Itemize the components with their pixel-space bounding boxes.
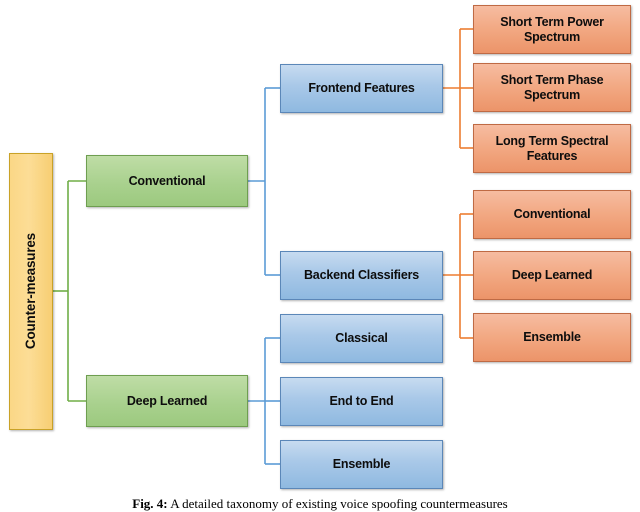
node-label: End to End [329,394,394,409]
node-label: Short Term Power Spectrum [500,14,604,44]
node-short-term-phase-spectrum[interactable]: Short Term Phase Spectrum [473,63,631,112]
node-end-to-end[interactable]: End to End [280,377,443,426]
node-backend-conventional[interactable]: Conventional [473,190,631,239]
connector-group-backend [443,213,473,339]
node-label: Conventional [513,207,591,222]
node-backend-classifiers[interactable]: Backend Classifiers [280,251,443,300]
node-label: Frontend Features [308,81,415,96]
node-short-term-power-spectrum[interactable]: Short Term Power Spectrum [473,5,631,54]
connector-group-frontend [443,28,473,149]
node-classical[interactable]: Classical [280,314,443,363]
node-label: Ensemble [332,457,391,472]
connector-group-deep-learned [248,337,280,465]
node-backend-deep-learned[interactable]: Deep Learned [473,251,631,300]
node-deep-learned[interactable]: Deep Learned [86,375,248,427]
figure-caption-text: A detailed taxonomy of existing voice sp… [170,496,508,511]
connector-group-root [53,180,86,402]
node-label: Deep Learned [511,268,593,283]
node-label: Conventional [128,173,206,188]
node-long-term-spectral-features[interactable]: Long Term Spectral Features [473,124,631,173]
node-label: Counter-measures [23,233,39,350]
node-label: Short Term Phase Spectrum [500,72,604,102]
node-label: Classical [335,331,388,346]
node-counter-measures[interactable]: Counter-measures [9,153,53,430]
node-frontend-features[interactable]: Frontend Features [280,64,443,113]
node-label: Deep Learned [126,393,208,408]
node-label: Long Term Spectral Features [495,133,609,163]
figure-caption-label: Fig. 4: [132,496,168,511]
node-label: Backend Classifiers [303,268,419,283]
node-conventional[interactable]: Conventional [86,155,248,207]
connector-group-conventional [248,87,280,276]
node-label: Ensemble [523,330,581,345]
figure-caption: Fig. 4: A detailed taxonomy of existing … [0,496,640,512]
node-ensemble-deep-learned[interactable]: Ensemble [280,440,443,489]
node-backend-ensemble[interactable]: Ensemble [473,313,631,362]
